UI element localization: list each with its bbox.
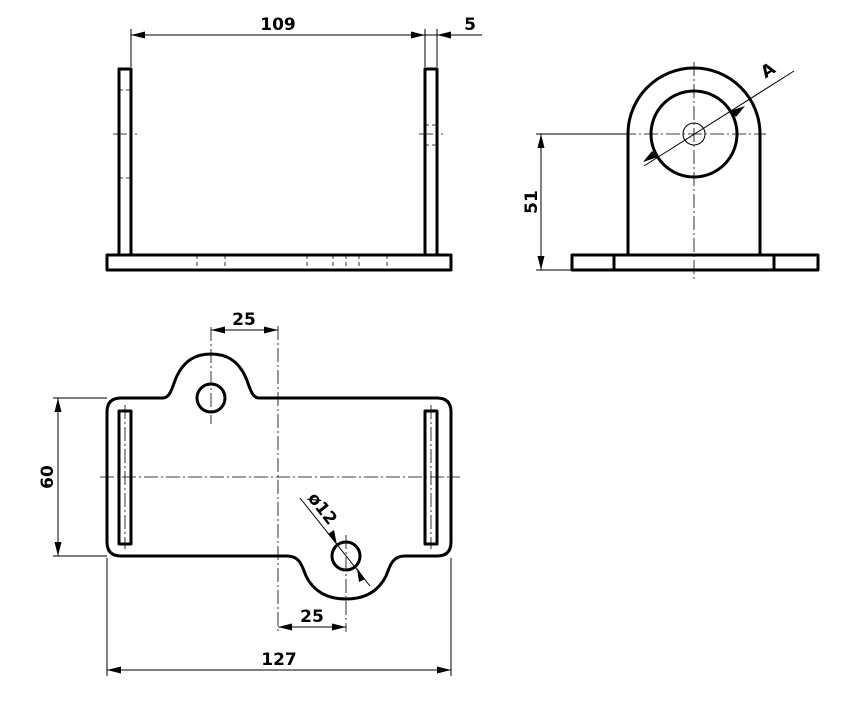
dimension-127: 127 [106,558,452,676]
side-base-plate [570,253,820,272]
dimension-A-label: A [757,58,780,82]
top-view: 25 60 ø12 25 [38,310,460,676]
dimension-109: 109 [130,15,426,67]
front-right-upright [423,67,439,257]
dimension-109-label: 109 [260,15,296,35]
dimension-127-label: 127 [261,650,297,670]
dimension-25-lower: 25 [278,607,346,631]
dimension-51: 51 [522,133,628,271]
top-outline [105,352,453,601]
dimension-25-upper: 25 [211,310,278,334]
dimension-diameter-12: ø12 [299,489,371,587]
dimension-5: 5 [411,15,482,67]
front-left-upright [117,67,133,257]
dimension-25-lower-label: 25 [300,607,324,627]
dimension-51-label: 51 [522,190,542,214]
side-view: A 51 [522,58,820,280]
dimension-5-label: 5 [464,15,476,35]
dimension-60: 60 [38,397,107,557]
front-view: 109 5 [105,15,482,272]
front-hidden-lines [119,89,437,270]
dimension-25-upper-label: 25 [232,310,256,330]
front-base-plate [105,253,453,272]
dimension-60-label: 60 [38,465,58,489]
